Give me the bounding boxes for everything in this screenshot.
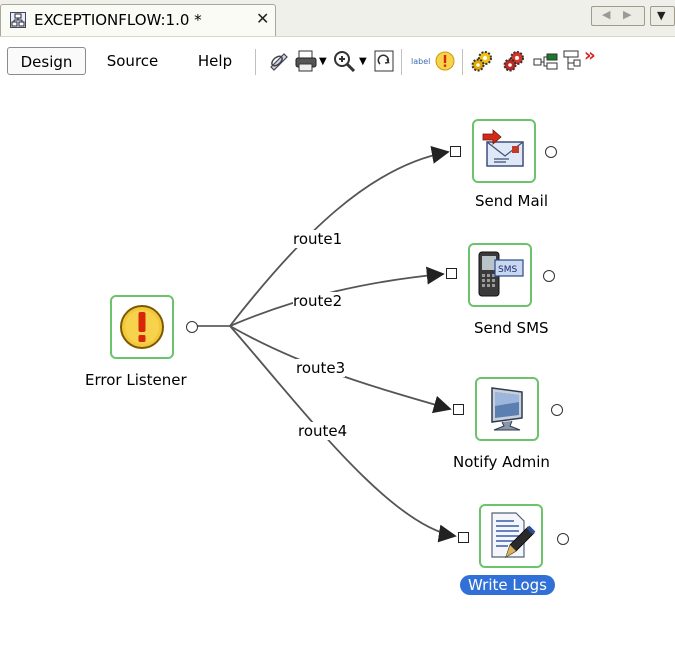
send-sms-node[interactable]: SMS bbox=[468, 243, 532, 307]
route2-connector bbox=[229, 266, 445, 327]
zoom-icon[interactable] bbox=[333, 49, 357, 73]
flow-diagram-icon bbox=[10, 12, 26, 28]
write-logs-input-port[interactable] bbox=[458, 532, 469, 543]
edit-link-icon[interactable] bbox=[268, 49, 290, 73]
send-sms-label: Send SMS bbox=[474, 319, 549, 337]
route-label-2: route2 bbox=[293, 292, 343, 310]
route-label-3: route3 bbox=[296, 359, 346, 377]
write-logs-label[interactable]: Write Logs bbox=[460, 575, 555, 595]
send-sms-input-port[interactable] bbox=[446, 268, 457, 279]
monitor-icon bbox=[491, 387, 523, 431]
route-label-4: route4 bbox=[298, 422, 348, 440]
notify-admin-label: Notify Admin bbox=[453, 453, 550, 471]
scroll-left-icon[interactable]: ◀ bbox=[602, 8, 611, 21]
tab-scroll-arrows[interactable]: ◀ ▶ bbox=[591, 6, 645, 26]
layout-icon[interactable] bbox=[533, 49, 559, 73]
notify-admin-input-port[interactable] bbox=[453, 404, 464, 415]
notify-admin-node[interactable] bbox=[475, 377, 539, 441]
notify-admin-output-port[interactable] bbox=[551, 404, 563, 416]
toolbar-separator bbox=[401, 49, 402, 75]
close-icon[interactable]: ✕ bbox=[256, 9, 270, 28]
editor-toolbar: Design Source Help ▼ ▼ label » bbox=[0, 37, 675, 85]
design-tab-button[interactable]: Design bbox=[7, 47, 86, 75]
toolbar-separator bbox=[255, 49, 256, 75]
help-button[interactable]: Help bbox=[197, 52, 233, 70]
source-tab-button[interactable]: Source bbox=[106, 52, 159, 70]
toolbar-separator bbox=[462, 49, 463, 75]
refresh-diagram-icon[interactable] bbox=[374, 49, 394, 73]
scroll-right-icon[interactable]: ▶ bbox=[623, 8, 632, 21]
document-pen-icon bbox=[491, 512, 536, 558]
svg-text:SMS: SMS bbox=[498, 265, 517, 275]
exclamation-icon bbox=[120, 305, 164, 349]
error-listener-output-port[interactable] bbox=[186, 321, 198, 333]
tab-title: EXCEPTIONFLOW:1.0 * bbox=[34, 11, 202, 29]
route1-connector bbox=[229, 146, 450, 327]
gears-yellow-icon[interactable] bbox=[470, 49, 494, 73]
zoom-dropdown-icon[interactable]: ▼ bbox=[359, 55, 367, 67]
print-icon[interactable] bbox=[294, 49, 318, 73]
error-listener-label: Error Listener bbox=[85, 371, 187, 389]
write-logs-output-port[interactable] bbox=[557, 533, 569, 545]
send-sms-output-port[interactable] bbox=[543, 270, 555, 282]
sms-phone-icon: SMS bbox=[478, 251, 524, 297]
tab-list-button[interactable]: ▼ bbox=[650, 6, 675, 26]
svg-text:label: label bbox=[411, 57, 430, 66]
tree-icon[interactable] bbox=[562, 49, 582, 73]
mail-icon bbox=[482, 129, 524, 167]
print-dropdown-icon[interactable]: ▼ bbox=[319, 55, 327, 67]
chevron-down-icon: ▼ bbox=[657, 9, 666, 22]
write-logs-node[interactable] bbox=[479, 504, 543, 568]
error-listener-node[interactable] bbox=[110, 295, 174, 359]
exception-icon[interactable] bbox=[434, 49, 456, 73]
design-canvas[interactable]: route1 route2 route3 route4 Error Listen… bbox=[0, 86, 675, 647]
gears-red-icon[interactable] bbox=[502, 49, 526, 73]
label-icon[interactable]: label bbox=[410, 49, 430, 73]
send-mail-output-port[interactable] bbox=[545, 146, 557, 158]
route-label-1: route1 bbox=[293, 230, 343, 248]
route4-connector bbox=[229, 325, 457, 543]
send-mail-input-port[interactable] bbox=[450, 146, 461, 157]
editor-tab-strip: EXCEPTIONFLOW:1.0 * ✕ ◀ ▶ ▼ bbox=[0, 0, 675, 37]
more-tools-icon[interactable]: » bbox=[584, 44, 596, 66]
send-mail-label: Send Mail bbox=[475, 192, 549, 210]
editor-tab[interactable]: EXCEPTIONFLOW:1.0 * ✕ bbox=[0, 4, 276, 36]
send-mail-node[interactable] bbox=[472, 119, 536, 183]
